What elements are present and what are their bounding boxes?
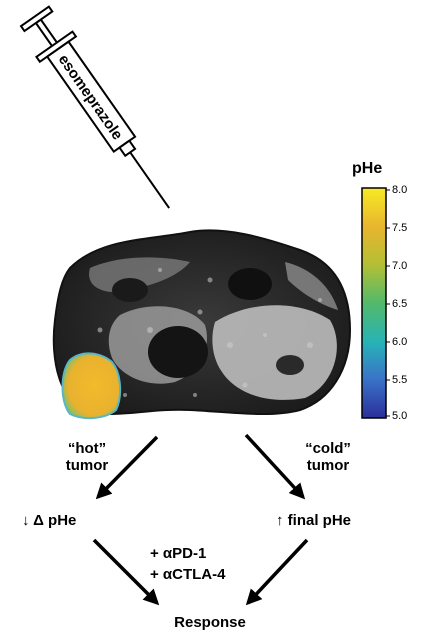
cold-result-label: ↑ final pHe	[276, 512, 352, 529]
hot-tumor-line2: tumor	[65, 457, 109, 474]
colorbar-bar	[361, 187, 387, 419]
colorbar-tick-marks	[386, 189, 390, 417]
syringe-needle	[129, 151, 170, 209]
colorbar-tick-label: 8.0	[392, 184, 408, 196]
phe-colorbar	[361, 187, 390, 419]
therapy-line2: + αCTLA-4	[150, 566, 226, 583]
mri-dark-void-3	[112, 278, 148, 302]
syringe-label: esomeprazole	[55, 51, 126, 143]
colorbar-tick-label: 7.5	[392, 222, 408, 234]
hot-tumor-line1: “hot”	[67, 440, 107, 457]
therapy-label: + αPD-1 + αCTLA-4	[150, 545, 260, 583]
mri-speckle	[97, 268, 322, 397]
colorbar-tick-label: 5.5	[392, 374, 408, 386]
arrow-cold-to-response	[245, 538, 309, 606]
colorbar-tick-label: 6.5	[392, 298, 408, 310]
colorbar-tick-label: 7.0	[392, 260, 408, 272]
mri-dark-void-2	[228, 268, 272, 300]
syringe-icon: esomeprazole	[19, 5, 170, 209]
colorbar-tick-label: 5.0	[392, 410, 408, 422]
hot-result-label: ↓ Δ pHe	[22, 512, 77, 529]
mri-image	[52, 229, 352, 420]
cold-tumor-line2: tumor	[306, 457, 350, 474]
colorbar-tick-label: 6.0	[392, 336, 408, 348]
mri-dark-void-4	[276, 355, 304, 375]
arrow-to-hot	[95, 435, 159, 500]
mri-bright-region-edge	[285, 262, 338, 310]
response-label: Response	[174, 614, 246, 631]
flow-arrows	[92, 433, 309, 606]
hot-tumor-label: “hot” tumor	[52, 440, 122, 474]
cold-tumor-label: “cold” tumor	[290, 440, 366, 474]
syringe-tip	[118, 139, 137, 158]
arrow-to-cold	[244, 433, 306, 500]
mri-dark-void-1	[148, 326, 208, 378]
therapy-line1: + αPD-1	[150, 545, 207, 562]
syringe-thumb-rest	[19, 5, 54, 33]
mri-bright-region-right	[212, 305, 337, 400]
colorbar-title: pHe	[352, 160, 383, 177]
tumor-phe-overlay	[61, 352, 122, 420]
arrow-hot-to-response	[92, 538, 160, 606]
mri-bright-region-top	[89, 257, 190, 292]
cold-tumor-line1: “cold”	[305, 440, 351, 457]
